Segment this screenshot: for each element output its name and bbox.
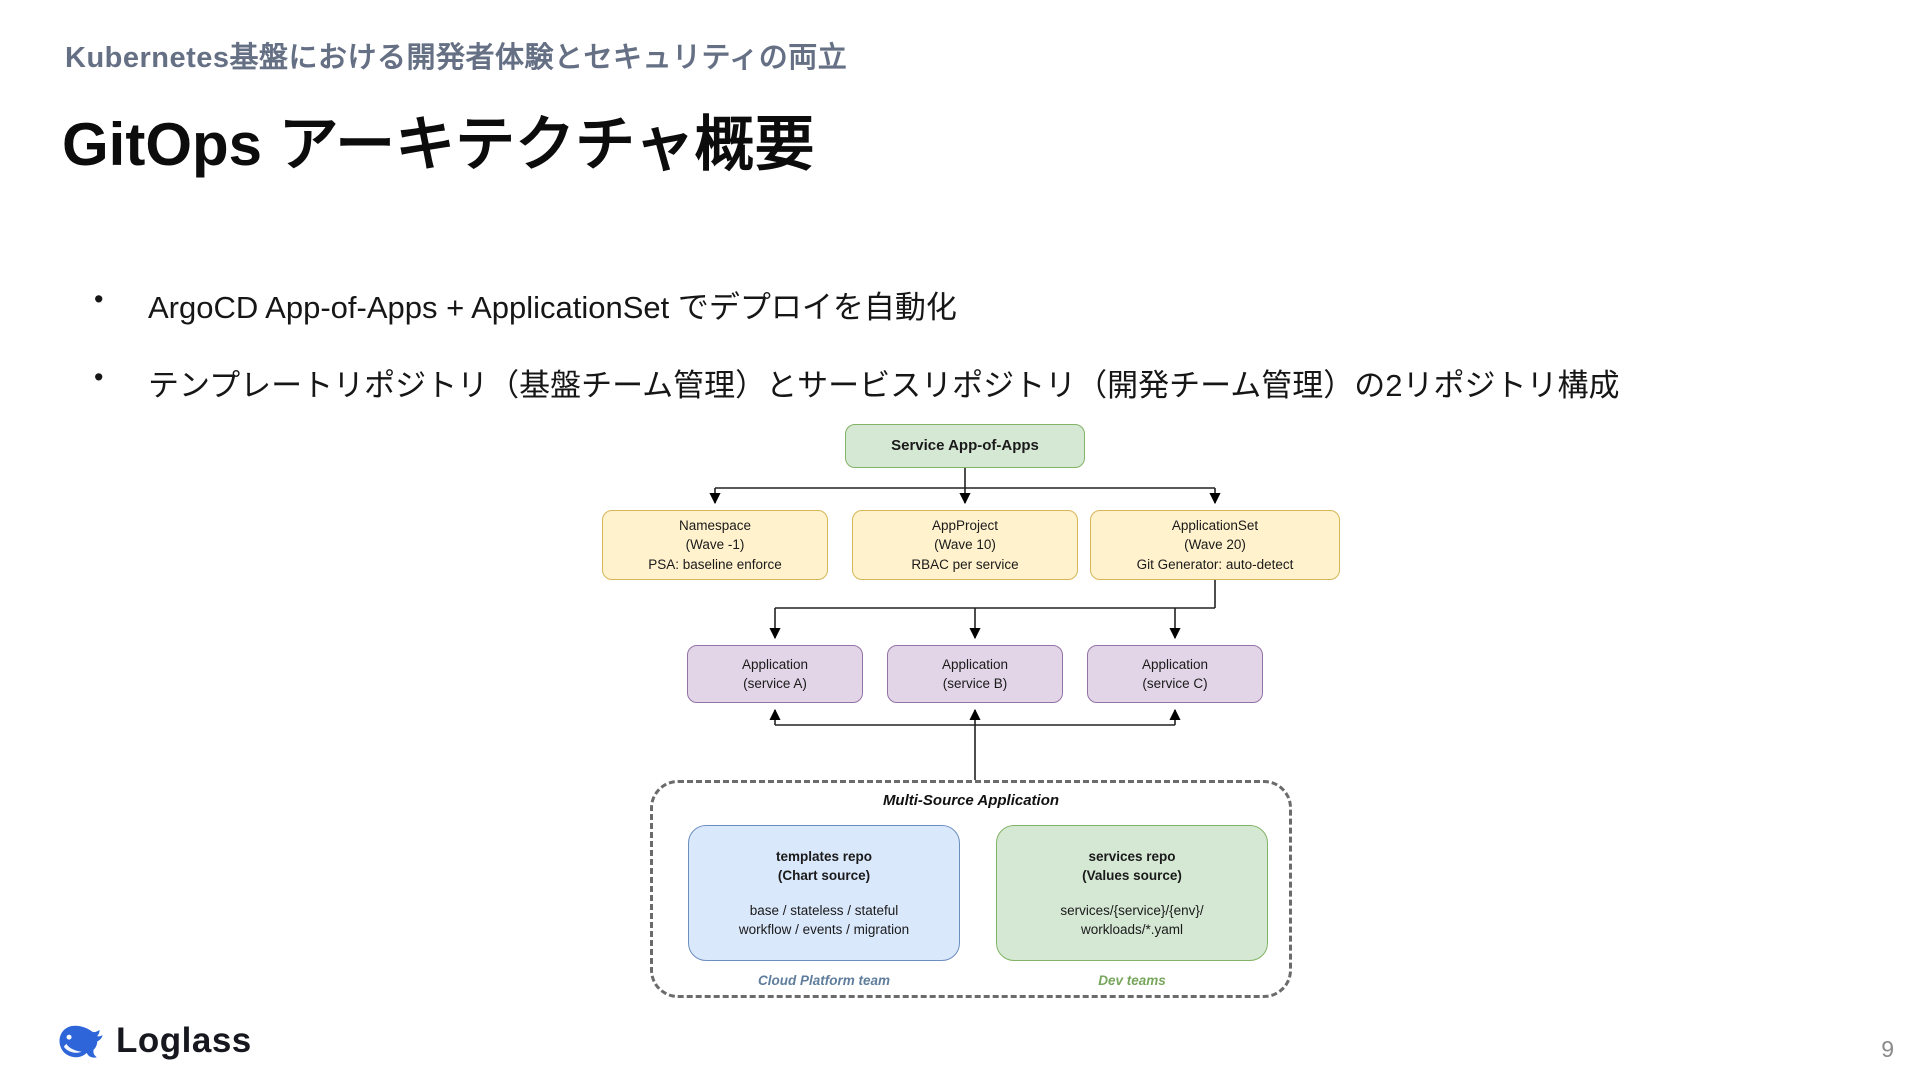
repo-body: services/{service}/{env}/ workloads/*.ya… (1060, 901, 1203, 939)
slide-eyebrow: Kubernetes基盤における開発者体験とセキュリティの両立 (65, 42, 848, 74)
box-line: Application (741, 656, 809, 672)
box-line: Application (1141, 656, 1209, 672)
whale-icon (59, 1025, 103, 1058)
repo-body: base / stateless / stateful workflow / e… (739, 901, 909, 939)
multi-source-title: Multi-Source Application (882, 792, 1060, 809)
templates-repo-box: templates repo (Chart source) base / sta… (688, 825, 960, 961)
box-line: (Wave -1) (685, 537, 745, 553)
box-line: workloads/*.yaml (1080, 921, 1184, 937)
box-line: (Values source) (1082, 868, 1182, 884)
box-line: (service B) (942, 676, 1008, 691)
box-line: services/{service}/{env}/ (1060, 902, 1204, 918)
page-number: 9 (1881, 1036, 1894, 1062)
bullet-item: テンプレートリポジトリ（基盤チーム管理）とサービスリポジトリ（開発チーム管理）の… (92, 360, 1619, 405)
box-line: Git Generator: auto-detect (1136, 556, 1294, 572)
box-line: (Wave 20) (1184, 537, 1246, 553)
application-c-box: Application (service C) (1087, 645, 1263, 703)
cloud-platform-team-label: Cloud Platform team (757, 973, 891, 988)
box-line: (Wave 10) (934, 537, 996, 553)
loglass-logo: Loglass (56, 1020, 252, 1062)
repo-title: templates repo (Chart source) (776, 847, 872, 885)
bullet-list: ArgoCD App-of-Apps + ApplicationSet でデプロ… (92, 282, 1619, 438)
box-line: workflow / events / migration (738, 921, 910, 937)
box-line: Application (941, 656, 1009, 672)
box-line: base / stateless / stateful (749, 902, 899, 918)
repo-title: services repo (Values source) (1082, 847, 1182, 885)
box-line: templates repo (775, 849, 873, 865)
dev-teams-label: Dev teams (1098, 973, 1166, 988)
box-line: (Chart source) (777, 868, 871, 884)
box-line: (service A) (743, 676, 807, 691)
namespace-box: Namespace (Wave -1) PSA: baseline enforc… (602, 510, 828, 580)
box-label: Service App-of-Apps (891, 437, 1039, 455)
page-title: GitOps アーキテクチャ概要 (62, 111, 815, 178)
box-line: (service C) (1142, 676, 1208, 691)
application-a-box: Application (service A) (687, 645, 863, 703)
bullet-item: ArgoCD App-of-Apps + ApplicationSet でデプロ… (92, 282, 1619, 327)
multi-source-container: Multi-Source Application templates repo … (650, 780, 1292, 998)
box-line: RBAC per service (911, 556, 1019, 572)
applicationset-box: ApplicationSet (Wave 20) Git Generator: … (1090, 510, 1340, 580)
box-line: Namespace (678, 518, 752, 534)
services-repo-box: services repo (Values source) services/{… (996, 825, 1268, 961)
box-line: PSA: baseline enforce (648, 556, 782, 572)
box-line: services repo (1088, 849, 1176, 865)
appproject-box: AppProject (Wave 10) RBAC per service (852, 510, 1078, 580)
box-line: ApplicationSet (1171, 518, 1259, 534)
loglass-wordmark: Loglass (116, 1021, 252, 1060)
service-app-of-apps-box: Service App-of-Apps (845, 424, 1085, 468)
application-b-box: Application (service B) (887, 645, 1063, 703)
box-line: AppProject (931, 518, 999, 534)
